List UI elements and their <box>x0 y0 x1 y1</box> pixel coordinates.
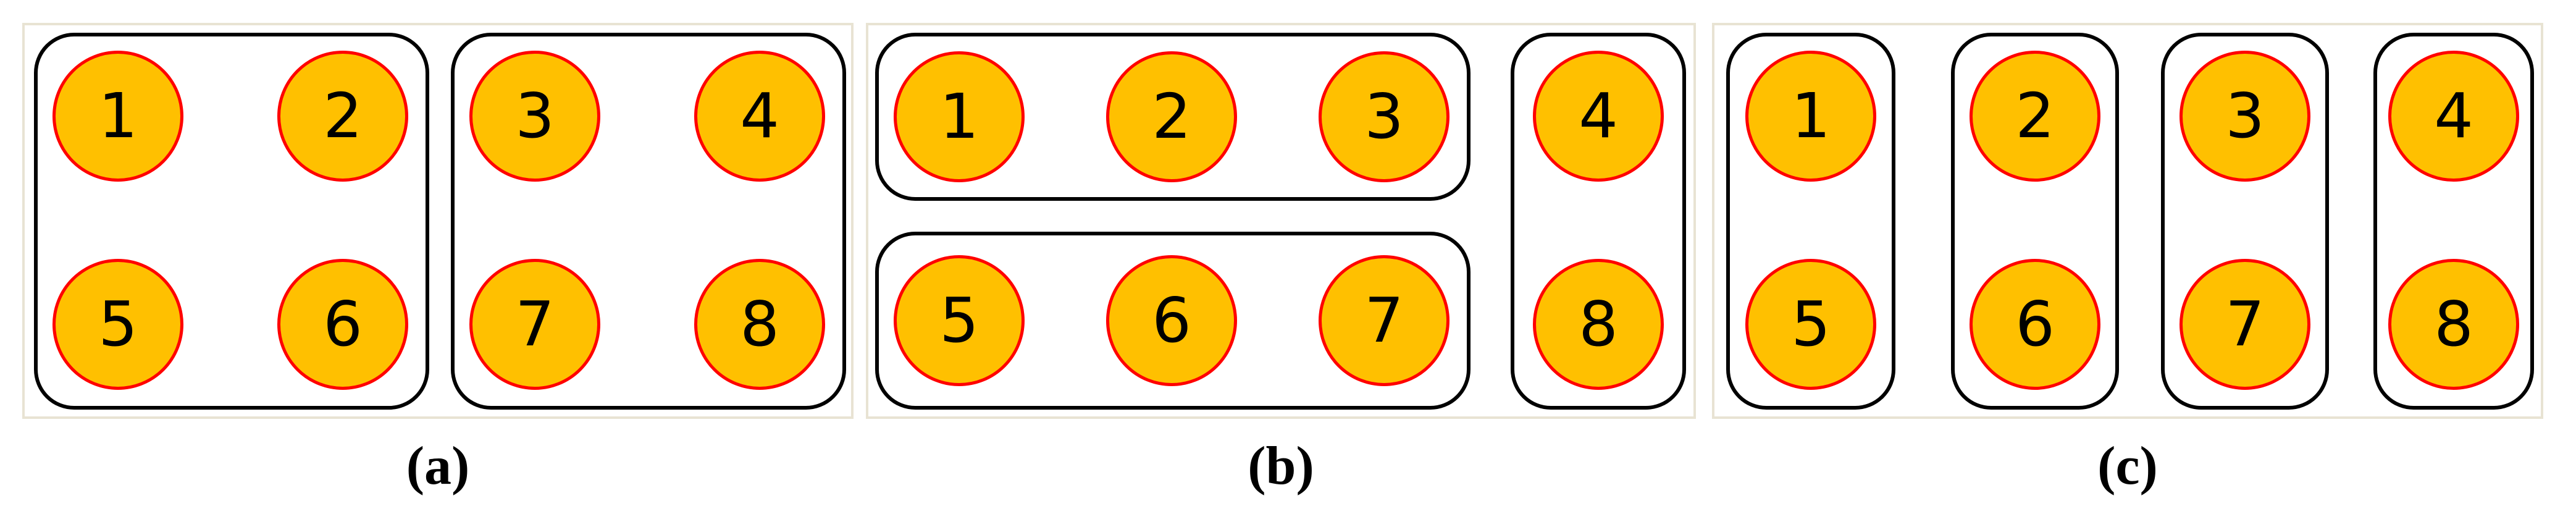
group-box: 1 5 <box>1726 33 1895 410</box>
panel-b-frame: 1 2 3 5 6 7 4 8 <box>866 23 1696 419</box>
group-box: 5 6 7 <box>875 232 1471 410</box>
group-box: 2 6 <box>1951 33 2119 410</box>
node-circle: 5 <box>1745 259 1876 390</box>
node-circle: 7 <box>2180 259 2310 390</box>
panel-a-label: (a) <box>406 436 470 496</box>
group-box: 4 8 <box>1511 33 1686 410</box>
group-box: 1 2 5 6 <box>34 33 429 410</box>
panel-b-label: (b) <box>1248 436 1314 496</box>
node-circle: 5 <box>52 259 183 390</box>
panel-a-frame: 1 2 5 6 3 4 7 8 <box>22 23 854 419</box>
group-row: 7 8 <box>469 259 825 390</box>
group-box: 3 7 <box>2161 33 2329 410</box>
panel-c-frame: 1 5 2 6 3 7 4 8 <box>1712 23 2543 419</box>
node-circle: 4 <box>2388 51 2519 182</box>
node-circle: 1 <box>894 51 1025 182</box>
node-circle: 8 <box>1533 259 1664 390</box>
node-circle: 2 <box>1970 51 2100 182</box>
panel-c-label: (c) <box>2097 436 2158 496</box>
node-circle: 8 <box>2388 259 2519 390</box>
node-circle: 3 <box>469 51 600 182</box>
group-row: 5 6 <box>52 259 408 390</box>
group-box: 1 2 3 <box>875 33 1471 201</box>
node-circle: 6 <box>1970 259 2100 390</box>
node-circle: 3 <box>1319 51 1450 182</box>
node-circle: 3 <box>2180 51 2310 182</box>
node-circle: 1 <box>52 51 183 182</box>
group-box: 3 4 7 8 <box>451 33 846 410</box>
node-circle: 1 <box>1745 51 1876 182</box>
group-row: 3 4 <box>469 51 825 182</box>
node-circle: 7 <box>469 259 600 390</box>
node-circle: 8 <box>694 259 825 390</box>
node-circle: 7 <box>1319 255 1450 386</box>
node-circle: 6 <box>277 259 408 390</box>
node-circle: 4 <box>1533 51 1664 182</box>
group-row: 1 2 <box>52 51 408 182</box>
node-circle: 5 <box>894 255 1025 386</box>
node-circle: 2 <box>277 51 408 182</box>
node-circle: 6 <box>1106 255 1237 386</box>
node-circle: 4 <box>694 51 825 182</box>
group-box: 4 8 <box>2373 33 2534 410</box>
node-circle: 2 <box>1106 51 1237 182</box>
